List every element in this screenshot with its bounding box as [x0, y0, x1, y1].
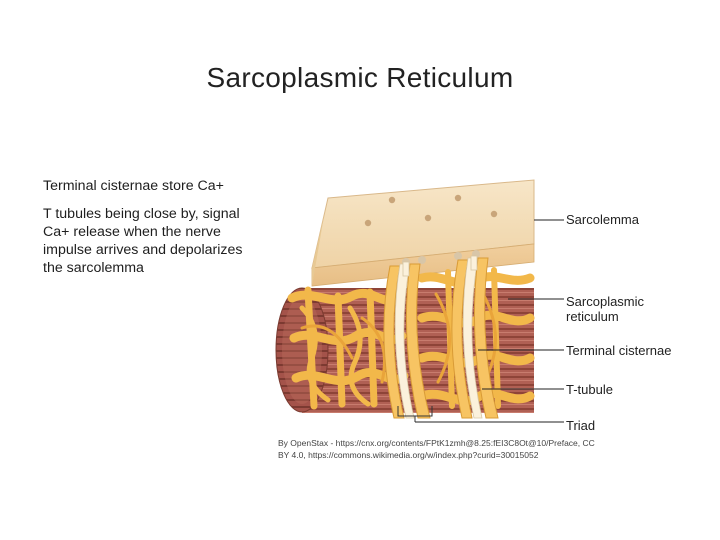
slide-title: Sarcoplasmic Reticulum: [206, 62, 514, 93]
t-tubule-stems: [402, 255, 478, 277]
note-line-1: Terminal cisternae store Ca+: [43, 178, 224, 194]
label-terminal-cisternae: Terminal cisternae: [566, 343, 672, 358]
note-line-4: impulse arrives and depolarizes: [43, 242, 243, 258]
terminal-cisternae-bands: [383, 257, 499, 419]
credit-line-2: BY 4.0, https://commons.wikimedia.org/w/…: [278, 450, 539, 460]
notes-panel: Terminal cisternae store Ca+ T tubules b…: [40, 178, 274, 286]
note-line-2: T tubules being close by, signal: [43, 206, 240, 222]
label-sarcoplasmic-reticulum-line2: reticulum: [566, 309, 619, 324]
label-triad: Triad: [566, 418, 596, 433]
image-credit: By OpenStax - https://cnx.org/contents/F…: [278, 437, 618, 461]
triad-bracket: [397, 406, 433, 422]
muscle-fiber-illustration: [275, 179, 564, 423]
credit-line-1: By OpenStax - https://cnx.org/contents/F…: [278, 438, 595, 448]
label-t-tubule: T-tubule: [566, 382, 613, 397]
leader-lines: [415, 219, 564, 423]
note-line-3: Ca+ release when the nerve: [43, 224, 221, 240]
muscle-fiber-diagram: Sarcolemma Sarcoplasmic reticulum Termin…: [272, 168, 692, 438]
label-sarcoplasmic-reticulum-line1: Sarcoplasmic: [566, 294, 645, 309]
label-sarcolemma: Sarcolemma: [566, 212, 639, 227]
sarcolemma-membrane: [311, 179, 535, 287]
note-line-5: the sarcolemma: [43, 260, 144, 276]
